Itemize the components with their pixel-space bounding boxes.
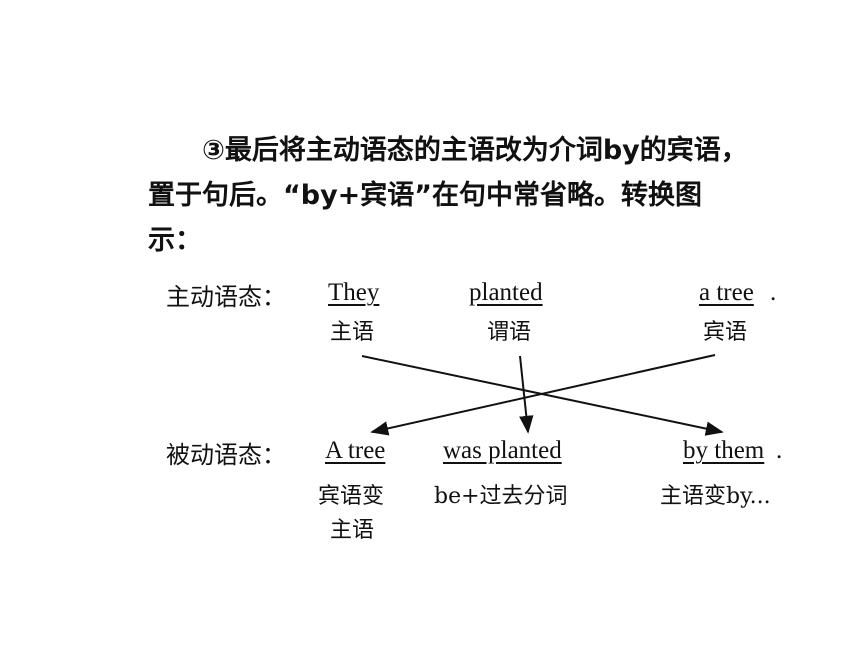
arrow-object-to-subject [370,354,716,436]
paragraph-line-2: 置于句后。“by+宾语”在句中常省略。转换图 [148,180,703,211]
paragraph-line-1: ③最后将主动语态的主语改为介词by的宾语， [202,135,748,166]
passive-sentence-period: . [776,437,783,464]
active-voice-label: 主动语态： [166,283,286,311]
arrow-verb-to-passive-verb [519,355,534,434]
active-object-role: 宾语 [703,320,748,345]
active-subject-role: 主语 [330,320,375,345]
passive-verb-word: was planted [443,437,562,464]
passive-subject-word: A tree [325,437,386,464]
active-verb-word: planted [469,279,543,306]
passive-subject-role-line-2: 主语 [330,518,375,543]
active-verb-role: 谓语 [487,320,532,345]
passive-verb-role: be+过去分词 [434,484,568,509]
passive-agent-role: 主语变by... [660,484,771,509]
explanation-paragraph: ③最后将主动语态的主语改为介词by的宾语， 置于句后。“by+宾语”在句中常省略… [148,128,828,263]
passive-subject-role-line-1: 宾语变 [318,484,385,509]
passive-agent-word: by them [683,437,765,464]
active-object-word: a tree [699,279,754,306]
active-subject-word: They [328,279,380,306]
paragraph-line-3: 示： [148,225,202,256]
active-sentence-period: . [770,279,777,306]
passive-voice-label: 被动语态： [166,441,286,469]
arrow-subject-to-agent [361,355,724,436]
